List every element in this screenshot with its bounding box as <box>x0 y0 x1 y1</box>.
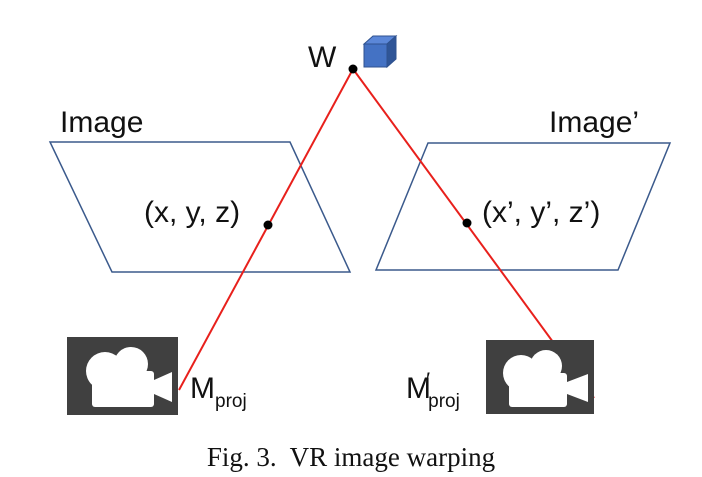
video-camera-icon <box>67 337 178 415</box>
camera-left-label-main: M <box>190 372 215 405</box>
ray-left <box>178 68 354 391</box>
world-label: W <box>308 41 337 74</box>
image-left-label: Image <box>60 106 143 139</box>
figure-caption: Fig. 3. VR image warping <box>207 442 495 472</box>
point-right-label: (x’, y’, z’) <box>482 196 600 229</box>
camera-left-label: Mproj <box>190 372 247 412</box>
camera-right-label: M′proj <box>406 368 460 412</box>
point-left-label: (x, y, z) <box>144 196 240 229</box>
world-point <box>348 64 358 74</box>
camera-right-label-prime: ′ <box>426 368 430 393</box>
image-point-left <box>263 220 273 230</box>
camera-right-label-main: M <box>406 372 431 405</box>
camera-right-label-sub: proj <box>428 391 460 412</box>
image-plane-left <box>48 141 352 273</box>
camera-left-label-sub: proj <box>215 391 247 412</box>
image-plane-right <box>374 142 672 271</box>
image-point-right <box>462 218 472 228</box>
video-camera-icon <box>486 340 594 414</box>
cube-icon <box>362 34 398 69</box>
image-right-label: Image’ <box>549 106 639 139</box>
